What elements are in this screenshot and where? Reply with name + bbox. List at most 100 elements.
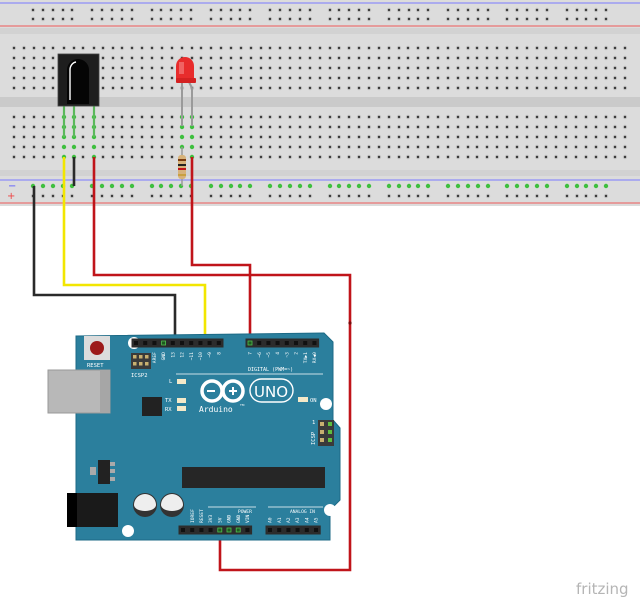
breadboard-hole[interactable]: [61, 144, 67, 150]
breadboard-hole[interactable]: [297, 183, 303, 189]
breadboard-hole[interactable]: [356, 7, 362, 13]
breadboard-hole[interactable]: [110, 154, 116, 160]
breadboard-hole[interactable]: [307, 154, 313, 160]
breadboard-hole[interactable]: [386, 75, 392, 81]
breadboard-hole[interactable]: [149, 183, 155, 189]
breadboard-hole[interactable]: [583, 65, 589, 71]
breadboard-hole[interactable]: [514, 55, 520, 61]
breadboard-hole[interactable]: [228, 193, 234, 199]
breadboard-hole[interactable]: [31, 45, 37, 51]
breadboard-hole[interactable]: [465, 16, 471, 22]
breadboard-hole[interactable]: [317, 124, 323, 130]
breadboard-hole[interactable]: [346, 45, 352, 51]
breadboard-hole[interactable]: [346, 65, 352, 71]
header-pin[interactable]: [216, 341, 221, 345]
breadboard-hole[interactable]: [366, 65, 372, 71]
breadboard-hole[interactable]: [189, 134, 195, 140]
breadboard-hole[interactable]: [356, 183, 362, 189]
breadboard-hole[interactable]: [396, 134, 402, 140]
breadboard-hole[interactable]: [60, 16, 66, 22]
breadboard-hole[interactable]: [31, 55, 37, 61]
breadboard-hole[interactable]: [41, 154, 47, 160]
breadboard-hole[interactable]: [198, 114, 204, 120]
breadboard-hole[interactable]: [139, 154, 145, 160]
header-pin[interactable]: [161, 340, 167, 346]
breadboard-hole[interactable]: [159, 65, 165, 71]
breadboard-hole[interactable]: [543, 65, 549, 71]
breadboard-hole[interactable]: [277, 114, 283, 120]
breadboard-hole[interactable]: [277, 134, 283, 140]
breadboard-hole[interactable]: [406, 183, 412, 189]
breadboard-hole[interactable]: [218, 85, 224, 91]
breadboard-hole[interactable]: [396, 16, 402, 22]
breadboard-hole[interactable]: [465, 65, 471, 71]
breadboard-hole[interactable]: [356, 45, 362, 51]
breadboard-hole[interactable]: [445, 16, 451, 22]
breadboard-hole[interactable]: [534, 65, 540, 71]
breadboard-hole[interactable]: [573, 134, 579, 140]
breadboard-hole[interactable]: [485, 193, 491, 199]
breadboard-hole[interactable]: [612, 114, 618, 120]
breadboard-hole[interactable]: [228, 7, 234, 13]
breadboard-hole[interactable]: [21, 65, 27, 71]
breadboard-hole[interactable]: [69, 7, 75, 13]
breadboard-hole[interactable]: [376, 65, 382, 71]
breadboard-hole[interactable]: [553, 65, 559, 71]
breadboard-hole[interactable]: [317, 114, 323, 120]
breadboard-hole[interactable]: [445, 134, 451, 140]
breadboard-hole[interactable]: [415, 144, 421, 150]
breadboard-hole[interactable]: [297, 16, 303, 22]
breadboard-hole[interactable]: [366, 193, 372, 199]
breadboard-hole[interactable]: [386, 7, 392, 13]
breadboard-hole[interactable]: [168, 16, 174, 22]
breadboard-hole[interactable]: [159, 114, 165, 120]
breadboard-hole[interactable]: [336, 45, 342, 51]
breadboard-hole[interactable]: [149, 144, 155, 150]
breadboard-hole[interactable]: [455, 124, 461, 130]
breadboard-hole[interactable]: [465, 183, 471, 189]
breadboard-hole[interactable]: [543, 154, 549, 160]
breadboard-hole[interactable]: [593, 193, 599, 199]
breadboard-hole[interactable]: [50, 75, 56, 81]
breadboard-hole[interactable]: [366, 85, 372, 91]
breadboard-hole[interactable]: [415, 183, 421, 189]
breadboard-hole[interactable]: [534, 154, 540, 160]
breadboard-hole[interactable]: [405, 154, 411, 160]
breadboard-hole[interactable]: [356, 75, 362, 81]
breadboard-hole[interactable]: [129, 16, 135, 22]
breadboard-hole[interactable]: [504, 124, 510, 130]
breadboard-hole[interactable]: [228, 65, 234, 71]
breadboard-hole[interactable]: [514, 183, 520, 189]
breadboard-hole[interactable]: [277, 144, 283, 150]
breadboard-hole[interactable]: [119, 144, 125, 150]
breadboard-hole[interactable]: [208, 7, 214, 13]
breadboard-hole[interactable]: [484, 55, 490, 61]
breadboard-hole[interactable]: [169, 65, 175, 71]
breadboard-hole[interactable]: [267, 124, 273, 130]
breadboard-hole[interactable]: [327, 7, 333, 13]
breadboard-hole[interactable]: [553, 124, 559, 130]
breadboard-hole[interactable]: [119, 114, 125, 120]
breadboard-hole[interactable]: [336, 16, 342, 22]
breadboard-hole[interactable]: [267, 134, 273, 140]
breadboard-hole[interactable]: [307, 183, 313, 189]
breadboard-hole[interactable]: [71, 45, 77, 51]
breadboard-hole[interactable]: [346, 183, 352, 189]
breadboard-hole[interactable]: [317, 134, 323, 140]
breadboard-hole[interactable]: [277, 193, 283, 199]
breadboard-hole[interactable]: [208, 85, 214, 91]
breadboard-hole[interactable]: [336, 65, 342, 71]
breadboard-hole[interactable]: [474, 124, 480, 130]
breadboard-hole[interactable]: [287, 183, 293, 189]
breadboard-hole[interactable]: [583, 75, 589, 81]
breadboard-hole[interactable]: [445, 114, 451, 120]
breadboard-hole[interactable]: [465, 45, 471, 51]
breadboard-hole[interactable]: [612, 65, 618, 71]
breadboard-hole[interactable]: [356, 114, 362, 120]
breadboard-hole[interactable]: [238, 65, 244, 71]
breadboard-hole[interactable]: [188, 16, 194, 22]
breadboard-hole[interactable]: [504, 85, 510, 91]
breadboard-hole[interactable]: [603, 134, 609, 140]
breadboard-hole[interactable]: [21, 154, 27, 160]
header-pin[interactable]: [304, 528, 309, 532]
